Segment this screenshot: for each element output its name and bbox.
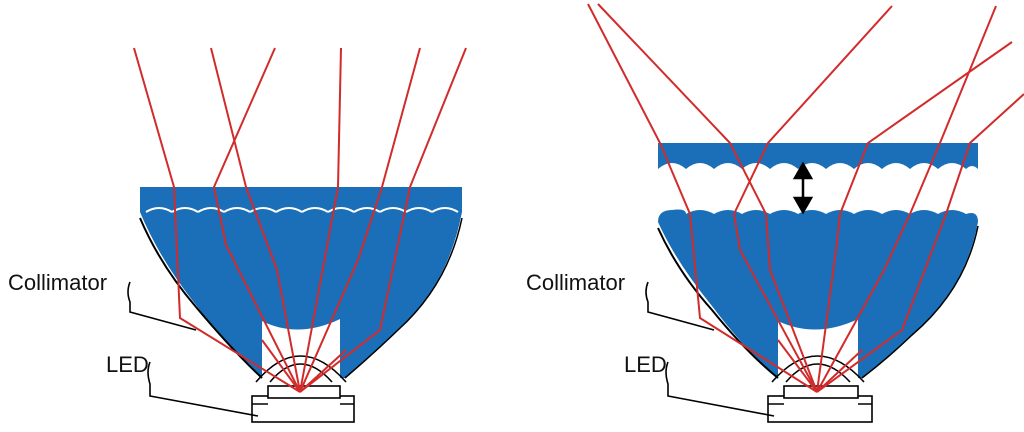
gap-arrow-icon	[792, 161, 814, 215]
right-collimator-body	[658, 209, 978, 378]
left-led	[251, 355, 355, 423]
right-collimator-label: Collimator	[526, 270, 625, 295]
right-led-label: LED	[624, 352, 667, 377]
left-assembly: Collimator LED	[8, 47, 467, 423]
right-plate-scallops	[658, 163, 978, 169]
right-rays	[587, 3, 1024, 393]
right-assembly: Collimator LED	[526, 3, 1024, 423]
left-rays	[133, 47, 467, 393]
left-led-label: LED	[106, 352, 149, 377]
left-collimator-label: Collimator	[8, 270, 107, 295]
left-collimator-body	[140, 212, 462, 378]
left-lenslet-arcs	[145, 207, 459, 213]
right-led	[767, 355, 873, 423]
